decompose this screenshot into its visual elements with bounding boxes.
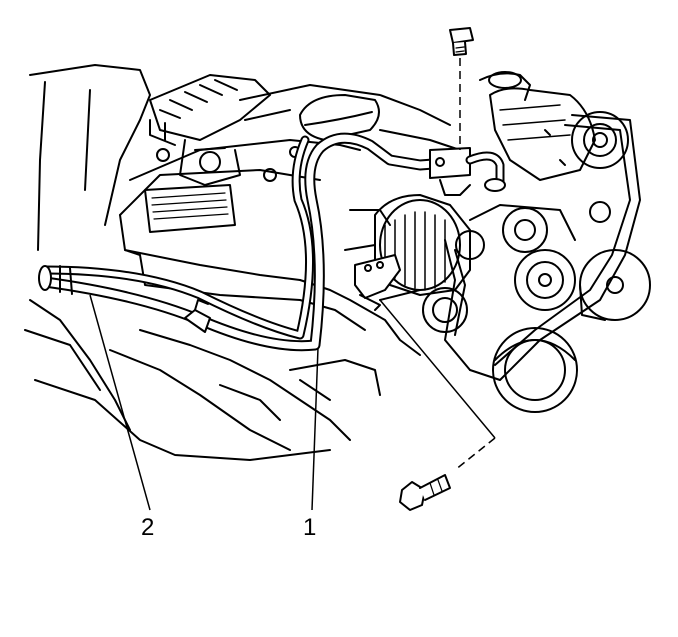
hose-bracket [354,254,401,311]
fender-outline [24,64,331,461]
crankshaft-pulley [492,327,578,413]
alternator [344,194,485,296]
pulley-system [422,114,651,413]
engine-line-art [24,64,651,461]
distributor [149,74,271,186]
power-steering-pulley [579,249,651,321]
throttle-body [239,84,461,151]
lower-bolt-leader-dashed [454,437,496,471]
lower-pulley [422,287,468,333]
top-bolt [449,27,474,56]
callout-1-leader [311,347,319,511]
callout-2-leader [89,294,151,511]
water-pump-pulley [514,249,576,311]
callout-1-label: 1 [303,514,316,541]
engine-block [299,279,421,356]
hose-1 [39,132,466,352]
callout-2-label: 2 [141,514,154,541]
valve-cover [119,139,361,301]
idler-pulley [502,207,548,253]
ac-compressor [479,71,629,181]
fan-shroud [109,329,381,451]
tensioner-pulley [589,201,611,223]
lower-bolt [399,474,451,511]
hose-clamp-bracket [184,299,211,333]
hose-2 [40,135,314,340]
lower-bolt-leader [379,299,496,439]
hose-end-fittings [38,265,73,295]
top-fitting [429,147,506,196]
